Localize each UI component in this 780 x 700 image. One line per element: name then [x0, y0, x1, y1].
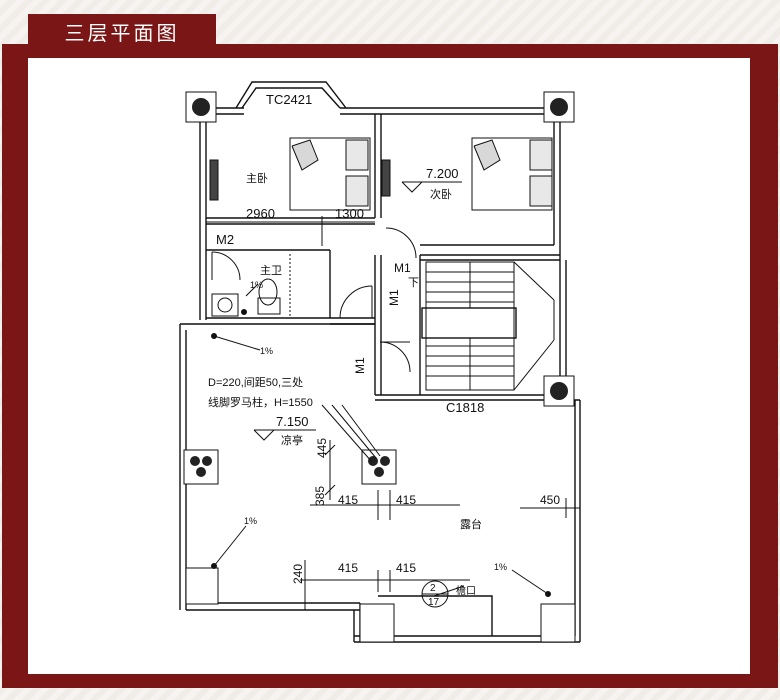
- label-eave: 檐口: [456, 584, 476, 597]
- room-second-bedroom: 次卧: [430, 187, 452, 201]
- room-master-bath: 主卫: [260, 264, 282, 277]
- furniture: [209, 137, 553, 373]
- dim-385: 385: [313, 486, 327, 506]
- column-note-line-2: 线脚罗马柱，H=1550: [208, 395, 313, 409]
- dim-415-lower-left: 415: [338, 561, 358, 575]
- dim-415-upper-right: 415: [396, 493, 416, 507]
- page-title: 三层平面图: [28, 14, 216, 48]
- window-c1818: C1818: [446, 400, 484, 415]
- room-pavilion: 凉亭: [281, 433, 303, 447]
- detail-ref-top: 2: [430, 583, 436, 594]
- room-master-bedroom: 主卧: [246, 172, 268, 185]
- stair-down: 下: [408, 277, 419, 289]
- elevation-bedroom: 7.200: [426, 166, 459, 181]
- dim-415-upper-left: 415: [338, 493, 358, 507]
- door-m2: M2: [216, 232, 234, 247]
- dim-415-lower-right: 415: [396, 561, 416, 575]
- elevation-markers: [253, 181, 462, 441]
- plan-labels: TC2421 主卧 7.200 次卧 2960 1300 M2 主卫 1% M1…: [208, 92, 560, 608]
- column-note-line-1: D=220,间距50,三处: [208, 376, 303, 389]
- staircase: [421, 261, 555, 391]
- dim-450: 450: [540, 493, 560, 507]
- elevation-pavilion: 7.150: [276, 414, 309, 429]
- slope-terrace-right: 1%: [494, 562, 507, 572]
- window-label: TC2421: [266, 92, 312, 107]
- slope-terrace-left: 1%: [244, 516, 257, 526]
- door-m1-pavilion: M1: [353, 357, 367, 374]
- columns: [183, 91, 576, 643]
- walls: [179, 81, 581, 643]
- dimension-lines: [206, 216, 580, 610]
- dim-240: 240: [291, 564, 305, 584]
- slope-bath: 1%: [250, 280, 263, 290]
- door-m1-vertical: M1: [387, 289, 401, 306]
- drain-points: [211, 309, 551, 597]
- slope-pavilion: 1%: [260, 346, 273, 356]
- dim-445: 445: [315, 438, 329, 458]
- dim-2960: 2960: [246, 206, 275, 221]
- door-m1-stair: M1: [394, 261, 411, 275]
- room-terrace: 露台: [460, 517, 482, 531]
- dim-1300: 1300: [335, 206, 364, 221]
- detail-ref-bottom: 17: [428, 597, 440, 608]
